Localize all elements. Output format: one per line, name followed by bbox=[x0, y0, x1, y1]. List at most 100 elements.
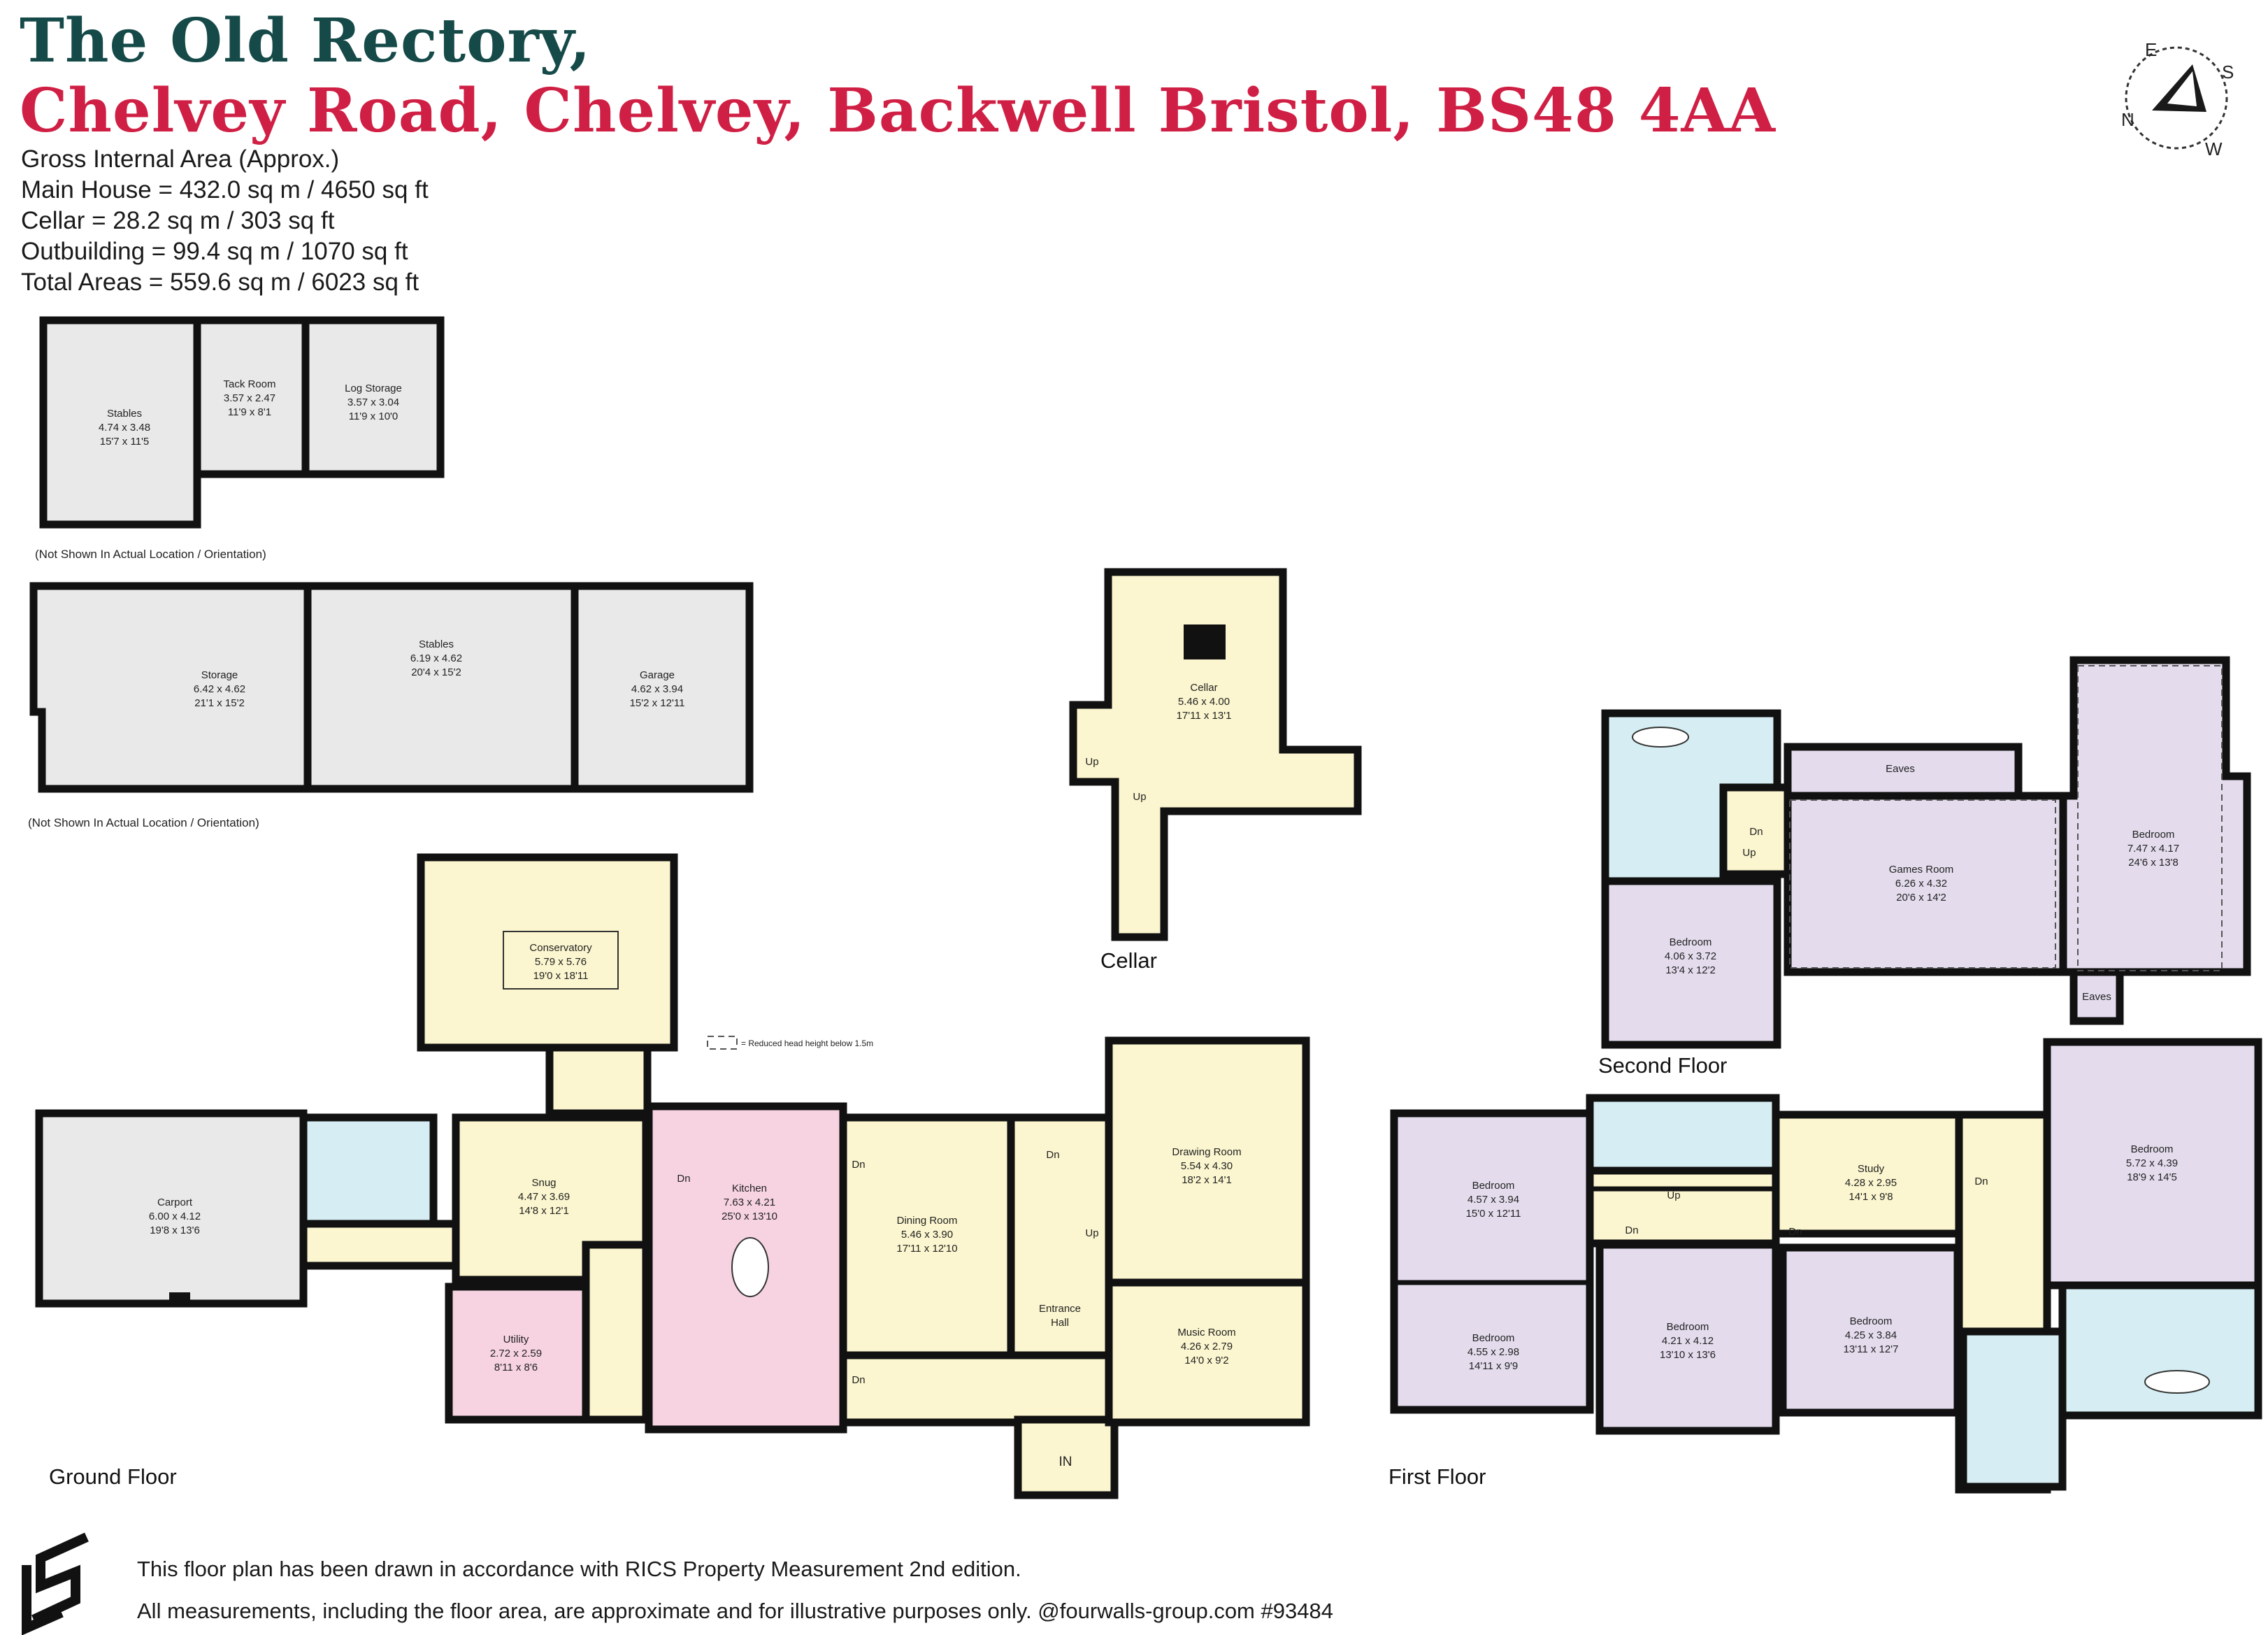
dim-kitchen-m: 7.63 x 4.21 bbox=[724, 1197, 775, 1208]
dim-log-ft: 11'9 x 10'0 bbox=[349, 410, 399, 422]
dim-garage-m: 4.62 x 3.94 bbox=[631, 683, 683, 695]
dim-snug-m: 4.47 x 3.69 bbox=[518, 1191, 570, 1203]
label-music: Music Room bbox=[1177, 1327, 1235, 1338]
room-back-hall bbox=[299, 1220, 461, 1270]
dim-bedroom-f2-m: 4.55 x 2.98 bbox=[1467, 1346, 1519, 1358]
dim-carport-m: 6.00 x 4.12 bbox=[149, 1211, 201, 1222]
dim-bedroom-f1-ft: 15'0 x 12'11 bbox=[1466, 1208, 1521, 1220]
dim-study-ft: 14'1 x 9'8 bbox=[1849, 1191, 1893, 1203]
stair-up-hall: Up bbox=[1085, 1227, 1098, 1239]
label-kitchen: Kitchen bbox=[732, 1183, 767, 1194]
room-storage bbox=[29, 582, 312, 793]
svg-text:Stables: Stables bbox=[107, 408, 142, 420]
dim-games-ft: 20'6 x 14'2 bbox=[1896, 892, 1946, 904]
label-dining: Dining Room bbox=[897, 1215, 958, 1227]
footer-line-1: This floor plan has been drawn in accord… bbox=[137, 1557, 1021, 1581]
dim-garage-ft: 15'2 x 12'11 bbox=[630, 697, 685, 709]
stair-up-cellar-1: Up bbox=[1085, 756, 1098, 768]
room-conservatory-link bbox=[545, 1043, 652, 1118]
label-storage: Storage bbox=[201, 669, 238, 681]
dim-utility-m: 2.72 x 2.59 bbox=[490, 1348, 542, 1359]
stair-dn-kitchen: Dn bbox=[677, 1173, 690, 1185]
area-main-house: Main House = 432.0 sq m / 4650 sq ft bbox=[21, 176, 429, 204]
room-bedroom-s2 bbox=[2059, 656, 2251, 976]
dim-utility-ft: 8'11 x 8'6 bbox=[494, 1362, 538, 1373]
stair-up-landing: Up bbox=[1667, 1190, 1680, 1201]
room-eaves-s2 bbox=[2069, 968, 2124, 1025]
floor-label-cellar: Cellar bbox=[1100, 948, 1157, 973]
dim-storage-m: 6.42 x 4.62 bbox=[194, 683, 245, 695]
label-garage: Garage bbox=[640, 669, 675, 681]
label-utility: Utility bbox=[503, 1334, 529, 1345]
floor-label-ground: Ground Floor bbox=[49, 1464, 177, 1489]
label-bedroom-f5: Bedroom bbox=[2131, 1143, 2174, 1155]
area-total: Total Areas = 559.6 sq m / 6023 sq ft bbox=[21, 269, 419, 296]
room-bedroom-s1 bbox=[1601, 877, 1781, 1049]
room-study bbox=[1772, 1111, 1963, 1238]
room-stables-1 bbox=[39, 316, 201, 529]
area-cellar: Cellar = 28.2 sq m / 303 sq ft bbox=[21, 207, 335, 234]
area-outbuilding: Outbuilding = 99.4 sq m / 1070 sq ft bbox=[21, 238, 408, 265]
room-side-passage bbox=[582, 1241, 650, 1424]
room-ensuite-f2 bbox=[2058, 1281, 2262, 1420]
stair-dn-second: Dn bbox=[1749, 826, 1763, 838]
title-line-1: The Old Rectory, bbox=[20, 6, 591, 76]
label-bedroom-f4: Bedroom bbox=[1850, 1315, 1893, 1327]
room-porch bbox=[1014, 1415, 1119, 1499]
area-heading: Gross Internal Area (Approx.) bbox=[21, 145, 340, 173]
label-games: Games Room bbox=[1889, 864, 1954, 876]
dim-bedroom-s1-ft: 13'4 x 12'2 bbox=[1665, 964, 1716, 976]
label-entrance: Entrance bbox=[1039, 1303, 1081, 1315]
dim-bedroom-f5-ft: 18'9 x 14'5 bbox=[2127, 1171, 2177, 1183]
room-lower-hall bbox=[839, 1351, 1113, 1427]
label-snug: Snug bbox=[531, 1177, 556, 1189]
label-bedroom-f2: Bedroom bbox=[1472, 1332, 1515, 1344]
room-garage bbox=[570, 582, 754, 793]
label-stables-1: Stables bbox=[107, 408, 142, 420]
stair-dn-landing-2: Dn bbox=[1788, 1226, 1802, 1238]
label-cellar: Cellar bbox=[1190, 682, 1217, 694]
dim-conservatory-ft: 19'0 x 18'11 bbox=[533, 970, 589, 982]
stair-dn-dining: Dn bbox=[852, 1159, 865, 1171]
room-drawing bbox=[1105, 1036, 1310, 1287]
dim-conservatory-m: 5.79 x 5.76 bbox=[535, 956, 587, 968]
area-summary: Gross Internal Area (Approx.) Main House… bbox=[21, 144, 429, 298]
room-stables-2 bbox=[303, 582, 579, 793]
label-tack: Tack Room bbox=[223, 378, 275, 390]
footer-line-2: All measurements, including the floor ar… bbox=[137, 1599, 1333, 1623]
dim-carport-ft: 19'8 x 13'6 bbox=[150, 1225, 200, 1236]
dim-drawing-m: 5.54 x 4.30 bbox=[1181, 1160, 1233, 1172]
dim-dining-m: 5.46 x 3.90 bbox=[901, 1229, 953, 1241]
note-not-shown-1: (Not Shown In Actual Location / Orientat… bbox=[35, 548, 266, 561]
floor-label-first: First Floor bbox=[1388, 1464, 1486, 1489]
stair-dn-lower: Dn bbox=[852, 1374, 865, 1386]
dim-tack-m: 3.57 x 2.47 bbox=[224, 392, 275, 404]
label-bedroom-s1: Bedroom bbox=[1670, 936, 1712, 948]
compass-icon: E S N W bbox=[2121, 39, 2234, 159]
note-not-shown-2: (Not Shown In Actual Location / Orientat… bbox=[28, 816, 259, 829]
compass-w: W bbox=[2205, 138, 2223, 159]
entrance-in: IN bbox=[1059, 1455, 1072, 1469]
dim-tack-ft: 11'9 x 8'1 bbox=[228, 406, 271, 418]
note-reduced-head: = Reduced head height below 1.5m bbox=[741, 1038, 873, 1048]
dim-dining-ft: 17'11 x 12'10 bbox=[896, 1243, 957, 1255]
compass-s: S bbox=[2222, 62, 2234, 83]
dim-cellar-m: 5.46 x 4.00 bbox=[1178, 696, 1230, 708]
title-line-2: Chelvey Road, Chelvey, Backwell Bristol,… bbox=[20, 76, 1777, 146]
label-hall: Hall bbox=[1051, 1317, 1069, 1329]
room-bedroom-f1 bbox=[1390, 1109, 1594, 1414]
dim-stables-2-m: 6.19 x 4.62 bbox=[410, 652, 462, 664]
label-drawing: Drawing Room bbox=[1172, 1146, 1241, 1158]
dim-games-m: 6.26 x 4.32 bbox=[1895, 878, 1947, 890]
stair-dn-landing-3: Dn bbox=[1974, 1176, 1988, 1187]
dim-bedroom-s2-ft: 24'6 x 13'8 bbox=[2128, 857, 2179, 869]
compass-e: E bbox=[2145, 39, 2157, 60]
dim-stables-2-ft: 20'4 x 15'2 bbox=[411, 666, 461, 678]
dim-music-ft: 14'0 x 9'2 bbox=[1184, 1355, 1228, 1366]
room-tack bbox=[193, 316, 310, 478]
stair-dn-hall: Dn bbox=[1046, 1149, 1059, 1161]
room-eaves-s1 bbox=[1783, 743, 2023, 800]
floor-label-second: Second Floor bbox=[1598, 1053, 1727, 1078]
dim-bedroom-f1-m: 4.57 x 3.94 bbox=[1467, 1194, 1519, 1206]
